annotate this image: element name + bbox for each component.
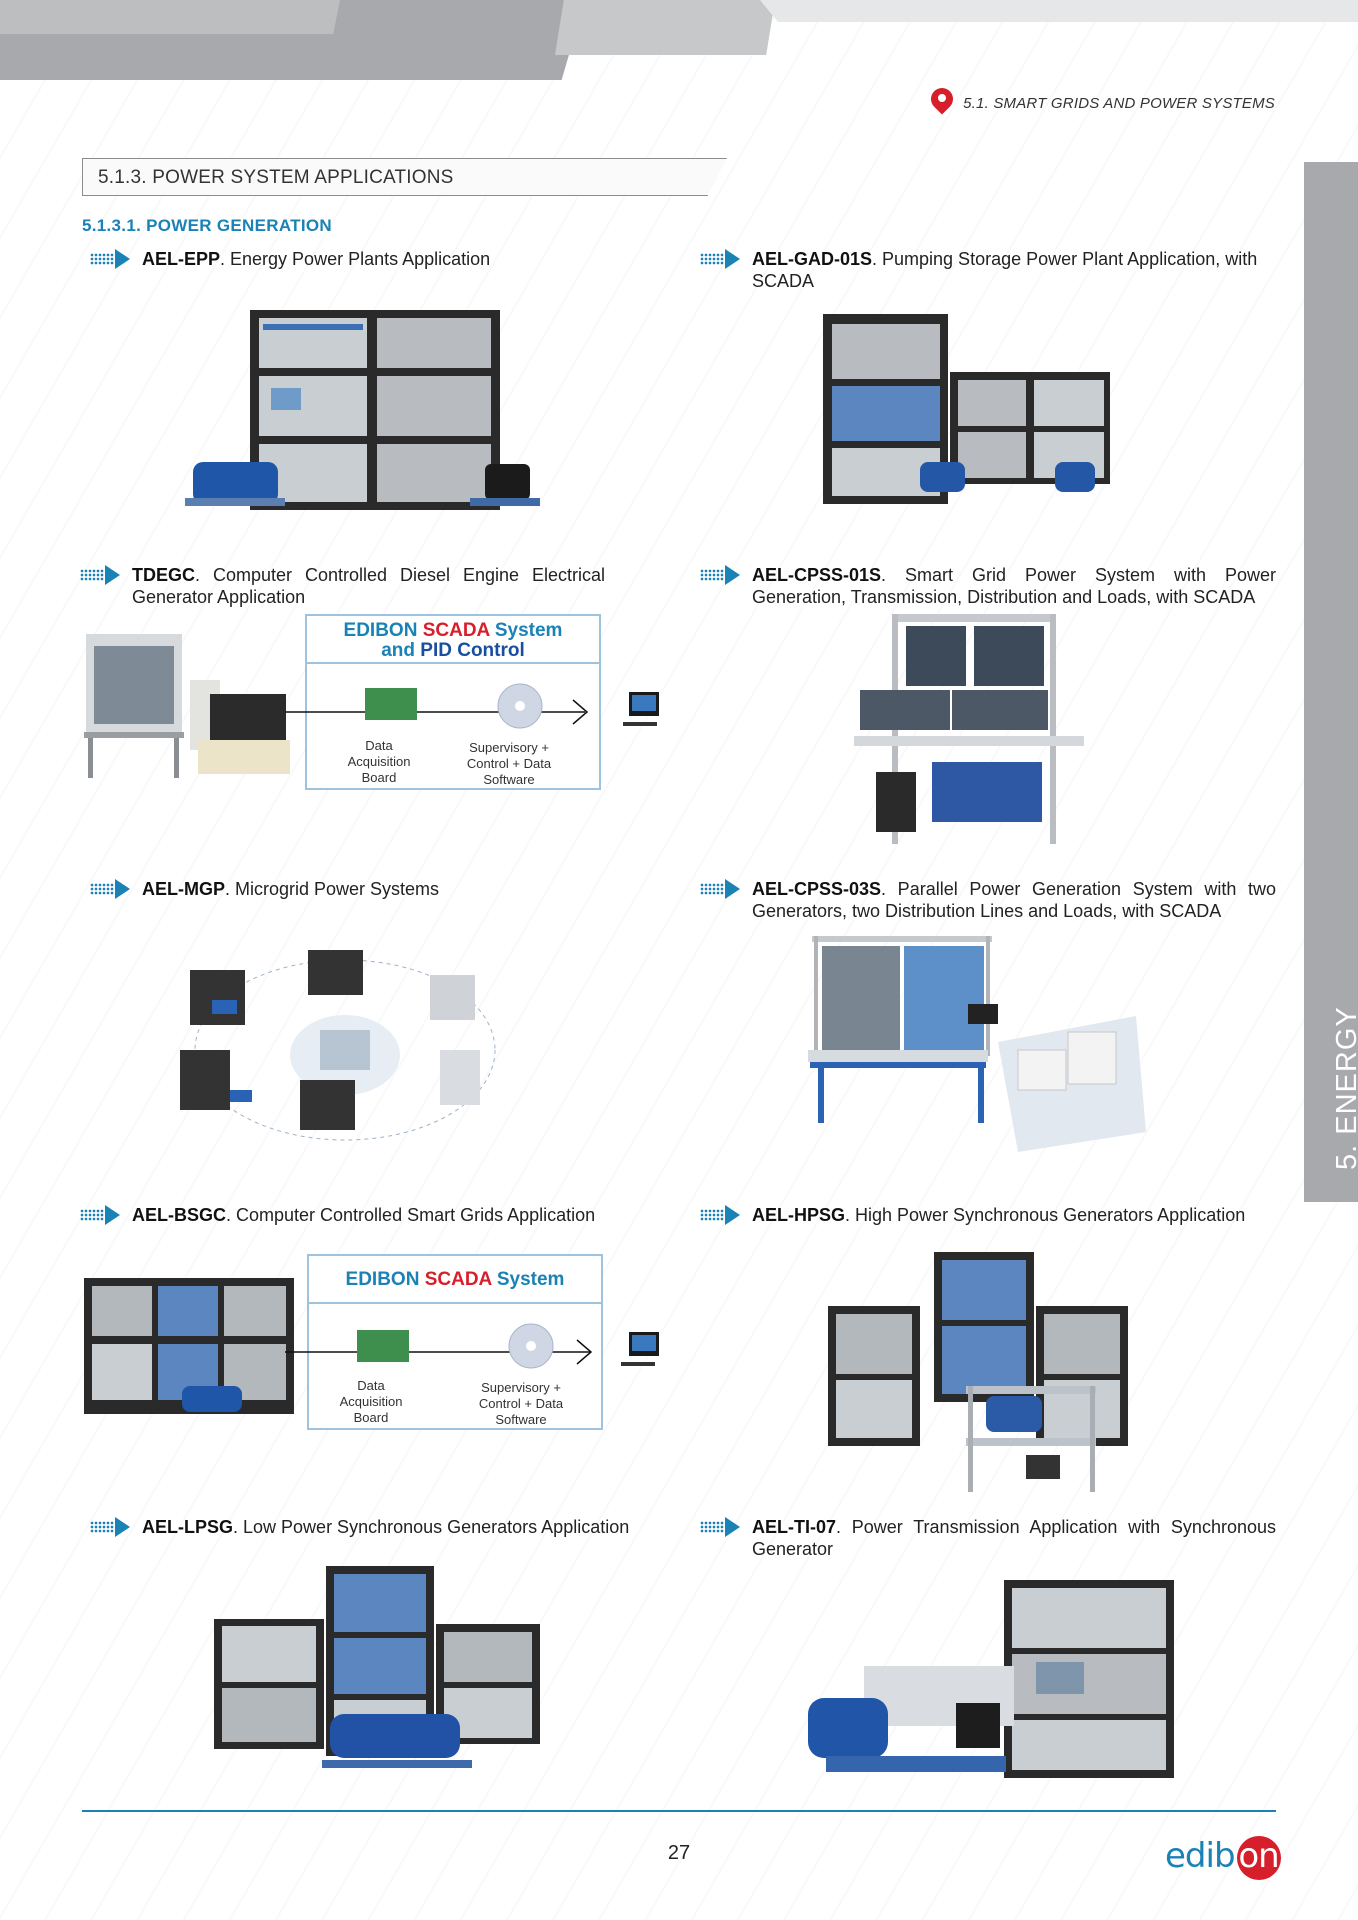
product-image-ael-bsgc <box>84 1278 294 1414</box>
product-code[interactable]: TDEGC <box>132 565 195 585</box>
product-entry: AEL-HPSG. High Power Synchronous Generat… <box>700 1204 1276 1226</box>
board-label: Data Acquisition Board <box>347 738 411 785</box>
product-description: . Energy Power Plants Application <box>220 249 491 269</box>
scada-diagram: EDIBON SCADA System Data Acquisition Boa… <box>307 1254 603 1430</box>
product-entry: TDEGC. Computer Controlled Diesel Engine… <box>80 564 605 608</box>
product-description: . High Power Synchronous Generators Appl… <box>845 1205 1246 1225</box>
side-tab-label: 5. ENERGY <box>1331 1006 1358 1170</box>
product-code[interactable]: AEL-TI-07 <box>752 1517 837 1537</box>
section-tag-text: 5.1. SMART GRIDS AND POWER SYSTEMS <box>963 94 1275 112</box>
product-image-ael-cpss-03s <box>808 936 1146 1152</box>
arrow-icon <box>700 878 744 900</box>
arrow-icon <box>80 1204 124 1226</box>
product-entry: AEL-GAD-01S. Pumping Storage Power Plant… <box>700 248 1276 292</box>
arrow-icon <box>700 1204 744 1226</box>
product-image-ael-mgp <box>180 950 496 1141</box>
heading-box <box>82 158 727 196</box>
acquisition-board-icon <box>357 1330 409 1362</box>
product-code[interactable]: AEL-CPSS-03S <box>752 879 882 899</box>
section-tag: 5.1. SMART GRIDS AND POWER SYSTEMS <box>926 83 1275 118</box>
product-entry: AEL-TI-07. Power Transmission Applicatio… <box>700 1516 1276 1560</box>
arrow-icon <box>700 564 744 586</box>
product-code[interactable]: AEL-HPSG <box>752 1205 846 1225</box>
footer-divider <box>82 1810 1276 1812</box>
product-description: . Parallel Power Generation System with … <box>752 879 1276 921</box>
page-heading: 5.1.3. POWER SYSTEM APPLICATIONS <box>98 167 454 188</box>
product-description: . Computer Controlled Smart Grids Applic… <box>226 1205 596 1225</box>
scada-title: EDIBON SCADA System <box>309 1256 601 1304</box>
side-tab <box>1304 162 1358 1202</box>
product-code[interactable]: AEL-BSGC <box>132 1205 226 1225</box>
arrow-icon <box>90 878 134 900</box>
product-image-ael-gad-01s <box>823 314 1110 504</box>
product-description: . Smart Grid Power System with Power Gen… <box>752 565 1276 607</box>
product-entry: AEL-EPP. Energy Power Plants Application <box>90 248 650 270</box>
arrow-icon <box>90 1516 134 1538</box>
product-image-tdegc <box>84 634 290 778</box>
page-number: 27 <box>667 1842 691 1864</box>
product-entry: AEL-LPSG. Low Power Synchronous Generato… <box>90 1516 650 1538</box>
product-image-ael-hpsg <box>828 1252 1128 1492</box>
software-label: Supervisory + Control + Data Software <box>478 1380 564 1427</box>
subheading: 5.1.3.1. POWER GENERATION <box>82 216 332 235</box>
product-code[interactable]: AEL-EPP <box>142 249 221 269</box>
scada-connection-graphic <box>285 1323 659 1369</box>
arrow-icon <box>90 248 134 270</box>
product-description: . Microgrid Power Systems <box>225 879 440 899</box>
product-entry: AEL-CPSS-03S. Parallel Power Generation … <box>700 878 1276 922</box>
product-entry: AEL-MGP. Microgrid Power Systems <box>90 878 650 900</box>
arrow-icon <box>700 248 744 270</box>
product-code[interactable]: AEL-GAD-01S <box>752 249 873 269</box>
acquisition-board-icon <box>365 688 417 720</box>
product-image-ael-cpss-01s <box>854 614 1084 844</box>
product-image-ael-ti-07 <box>808 1580 1174 1778</box>
product-entry: AEL-CPSS-01S. Smart Grid Power System wi… <box>700 564 1276 608</box>
product-code[interactable]: AEL-MGP <box>142 879 225 899</box>
product-description: . Pumping Storage Power Plant Applicatio… <box>752 249 1258 291</box>
product-image-ael-lpsg <box>214 1566 540 1768</box>
location-pin-icon <box>926 83 958 118</box>
arrow-icon <box>700 1516 744 1538</box>
product-code[interactable]: AEL-CPSS-01S <box>752 565 882 585</box>
product-entry: AEL-BSGC. Computer Controlled Smart Grid… <box>80 1204 640 1226</box>
product-description: . Low Power Synchronous Generators Appli… <box>233 1517 630 1537</box>
product-image-ael-epp <box>185 310 540 510</box>
arrow-icon <box>80 564 124 586</box>
product-description: . Power Transmission Application with Sy… <box>752 1517 1276 1559</box>
board-label: Data Acquisition Board <box>339 1378 403 1425</box>
product-description: . Computer Controlled Diesel Engine Elec… <box>132 565 605 607</box>
software-label: Supervisory + Control + Data Software <box>466 740 552 787</box>
scada-connection-graphic <box>285 683 659 729</box>
top-decorative-band <box>0 0 1358 80</box>
product-code[interactable]: AEL-LPSG <box>142 1517 234 1537</box>
